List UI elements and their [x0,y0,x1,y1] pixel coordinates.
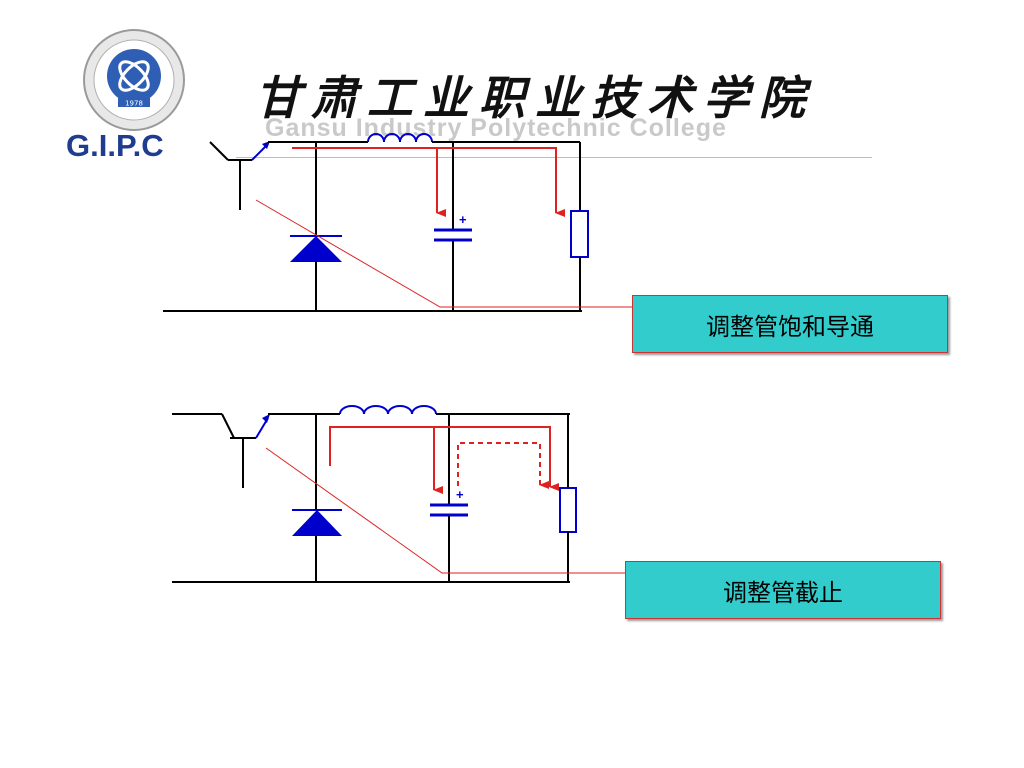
college-name-cn: 甘肃工业职业技术学院 [255,71,815,125]
school-seal-icon: 1978 [83,29,185,131]
inductor-icon [339,405,437,415]
callout-line [255,199,632,308]
current-to-load-arrow [437,147,565,217]
transistor-emitter-arrow-icon [262,414,270,423]
header-divider [236,157,872,158]
circuit-diagram-saturated: + [163,133,632,312]
transistor-collector-lead [221,413,235,439]
capacitor-polarity-sign: + [459,212,467,227]
diode-icon [292,510,342,536]
current-to-capacitor-arrow [329,426,443,494]
state-label-cutoff: 调整管截止 [625,561,941,619]
current-to-load-arrow [434,426,559,491]
seal-year: 1978 [125,100,143,108]
diode-icon [290,236,342,262]
load-resistor-icon [559,487,577,533]
load-resistor-icon [570,210,589,258]
capacitor-polarity-sign: + [456,487,464,502]
callout-line [265,447,625,574]
circuit-diagram-cutoff: + [172,405,625,583]
capacitor-discharge-arrow [457,442,549,489]
transistor-collector-lead [209,141,229,161]
inductor-icon [367,133,433,143]
college-logo-abbrev: G.I.P.C [66,128,164,163]
state-label-saturated: 调整管饱和导通 [632,295,948,353]
college-name-en: Gansu Industry Polytechnic College [265,114,727,142]
current-to-capacitor-arrow [292,147,446,217]
